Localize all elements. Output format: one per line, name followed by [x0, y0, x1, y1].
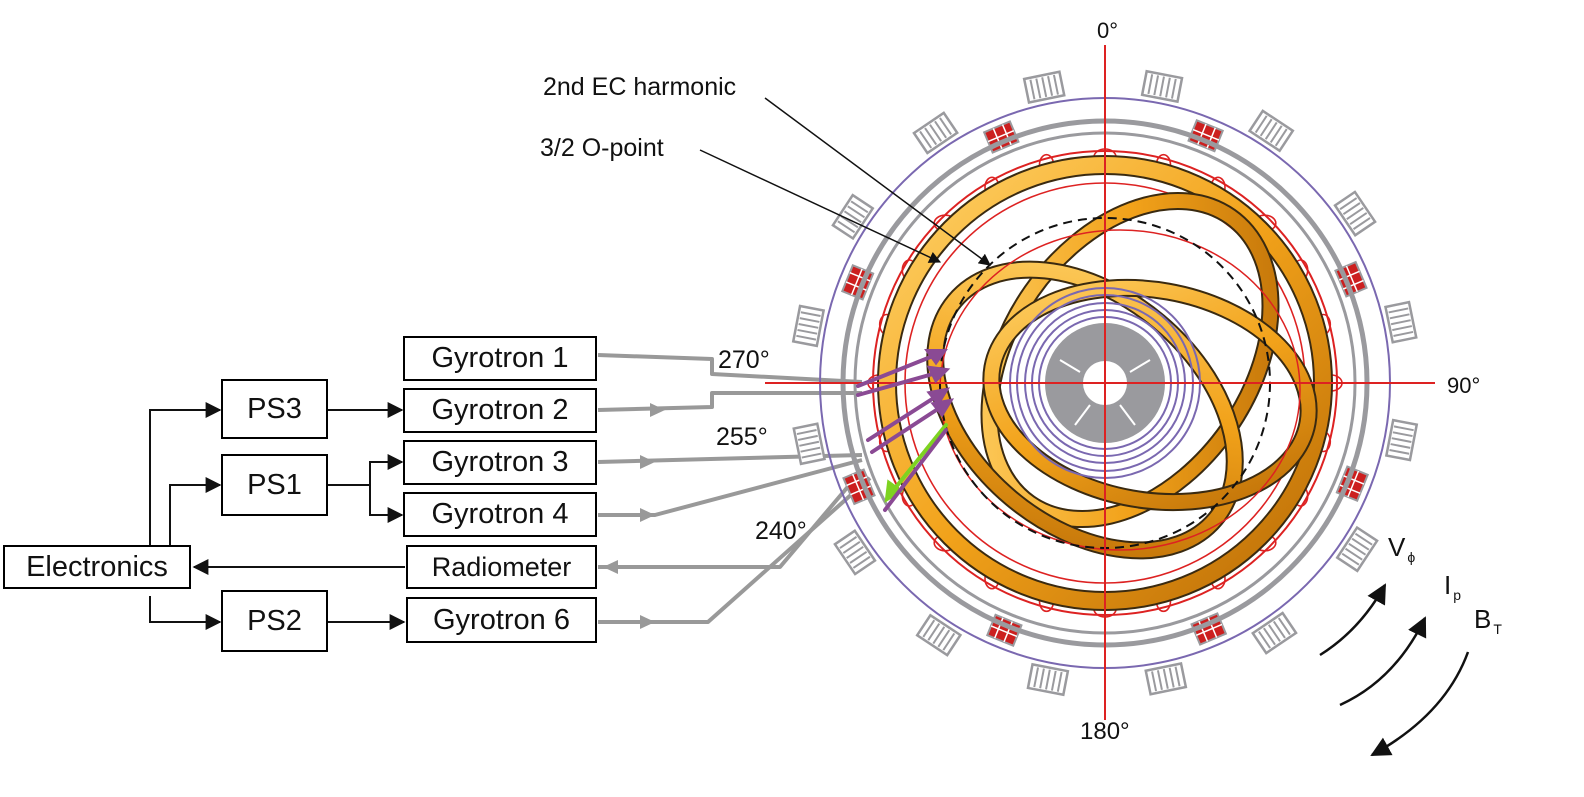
radiometer-label: Radiometer — [431, 551, 572, 582]
waveguides — [597, 353, 872, 624]
wg-arrow-radiometer — [603, 560, 618, 574]
port-stub — [1026, 662, 1070, 697]
waveguide-1 — [597, 353, 863, 384]
ec-harmonic-label: 2nd EC harmonic — [543, 73, 737, 101]
wg-arrow-4 — [640, 508, 655, 522]
bt-main: B — [1474, 604, 1492, 634]
wire-electronics-ps1 — [169, 477, 222, 548]
angle-axes — [765, 45, 1435, 720]
wg-arrow-3 — [640, 455, 655, 469]
electronics-label: Electronics — [26, 550, 168, 583]
beam-255-a — [866, 392, 942, 442]
port-stub — [912, 111, 959, 155]
gyrotron-2-label: Gyrotron 2 — [431, 394, 569, 426]
beam-270-b — [856, 370, 942, 397]
gyrotron-6-label: Gyrotron 6 — [433, 603, 570, 636]
gyrotron-6-block: Gyrotron 6 — [406, 597, 597, 643]
beam-270-a — [856, 352, 940, 388]
o-point-label: 3/2 O-point — [540, 134, 664, 162]
port-stub — [1144, 662, 1188, 696]
beam-240-purple — [883, 428, 948, 512]
gyrotron-3-label: Gyrotron 3 — [431, 446, 569, 478]
wire-ps1-gyrotron4 — [369, 485, 404, 523]
wg-arrow-2 — [650, 403, 665, 417]
waveguide-2 — [597, 391, 862, 412]
tokamak-top-view — [699, 45, 1470, 757]
waveguide-4 — [598, 458, 863, 517]
ecrh-beams — [856, 349, 955, 512]
waveguide-radiometer — [598, 468, 864, 569]
ip-arrow — [1339, 616, 1427, 707]
port-stub — [1384, 300, 1418, 344]
bt-arrow — [1370, 651, 1470, 757]
ip-main: I — [1444, 570, 1452, 600]
control-wiring — [149, 402, 406, 630]
ps1-block: PS1 — [221, 454, 328, 516]
leader-o-point — [699, 149, 942, 263]
annotation-leaders — [699, 97, 991, 266]
ip-sub: p — [1453, 587, 1462, 603]
angle-270-label: 270° — [718, 346, 770, 374]
ps3-label: PS3 — [247, 392, 302, 425]
vphi-sub: ϕ — [1407, 549, 1416, 565]
vphi-main: V — [1388, 532, 1406, 562]
port-stub — [1333, 190, 1377, 237]
port-stub — [833, 529, 877, 576]
wire-electronics-ps3 — [149, 402, 222, 548]
port-stub — [831, 193, 875, 241]
leader-ec-harmonic — [764, 97, 991, 266]
beam-240-green — [890, 423, 948, 494]
waveguide-6 — [598, 476, 872, 624]
port-stub — [1384, 418, 1419, 462]
gyrotron-3-block: Gyrotron 3 — [403, 440, 597, 485]
angle-90-label: 90° — [1447, 373, 1481, 398]
radiometer-block: Radiometer — [406, 545, 597, 589]
gyrotron-4-block: Gyrotron 4 — [403, 492, 597, 537]
bt-sub: T — [1493, 621, 1502, 637]
angle-180-label: 180° — [1080, 718, 1130, 745]
electronics-block: Electronics — [3, 545, 191, 589]
gyrotron-1-block: Gyrotron 1 — [403, 336, 597, 381]
port-stub — [792, 422, 826, 466]
wire-ps1-gyrotron3 — [328, 454, 404, 486]
gyrotron-4-label: Gyrotron 4 — [431, 498, 569, 530]
gyrotron-1-label: Gyrotron 1 — [431, 342, 569, 374]
ps2-block: PS2 — [221, 590, 328, 652]
ps1-label: PS1 — [247, 468, 302, 501]
port-stub — [791, 304, 826, 348]
port-stub — [1247, 109, 1295, 153]
port-stub — [915, 613, 963, 657]
waveguide-arrows — [603, 403, 665, 629]
ps3-block: PS3 — [221, 379, 328, 439]
wire-electronics-ps2 — [149, 596, 222, 630]
port-stub — [1140, 69, 1184, 104]
port-stub — [1022, 70, 1066, 104]
beam-255-b — [870, 403, 946, 454]
port-stub — [1251, 611, 1298, 655]
ps2-label: PS2 — [247, 604, 302, 637]
angle-0-label: 0° — [1097, 18, 1119, 43]
port-stub — [1335, 525, 1379, 573]
gyrotron-2-block: Gyrotron 2 — [403, 388, 597, 433]
vphi-arrow — [1319, 583, 1387, 657]
direction-arrows — [1319, 583, 1470, 757]
angle-240-label: 240° — [755, 517, 807, 545]
angle-255-label: 255° — [716, 423, 768, 451]
wg-arrow-6 — [640, 615, 655, 629]
